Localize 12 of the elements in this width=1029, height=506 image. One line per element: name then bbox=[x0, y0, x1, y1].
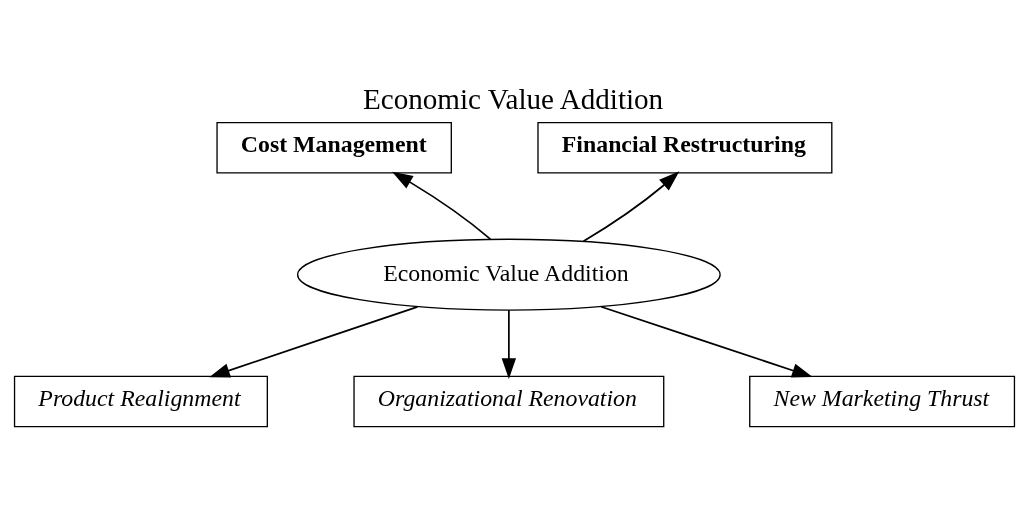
node-ellipse: Economic Value Addition bbox=[296, 238, 721, 311]
arrow bbox=[600, 305, 813, 377]
arrow bbox=[582, 170, 680, 242]
node-box: Organizational Renovation bbox=[353, 375, 665, 427]
node-box: Product Realignment bbox=[13, 375, 268, 427]
node-box: Cost Management bbox=[216, 121, 452, 174]
arrow bbox=[501, 308, 517, 379]
diagram-title: Economic Value Addition bbox=[362, 82, 664, 115]
node-box: New Marketing Thrust bbox=[749, 375, 1016, 427]
node-box: Financial Restructuring bbox=[537, 121, 833, 174]
arrow bbox=[392, 171, 492, 240]
arrow bbox=[209, 305, 419, 377]
